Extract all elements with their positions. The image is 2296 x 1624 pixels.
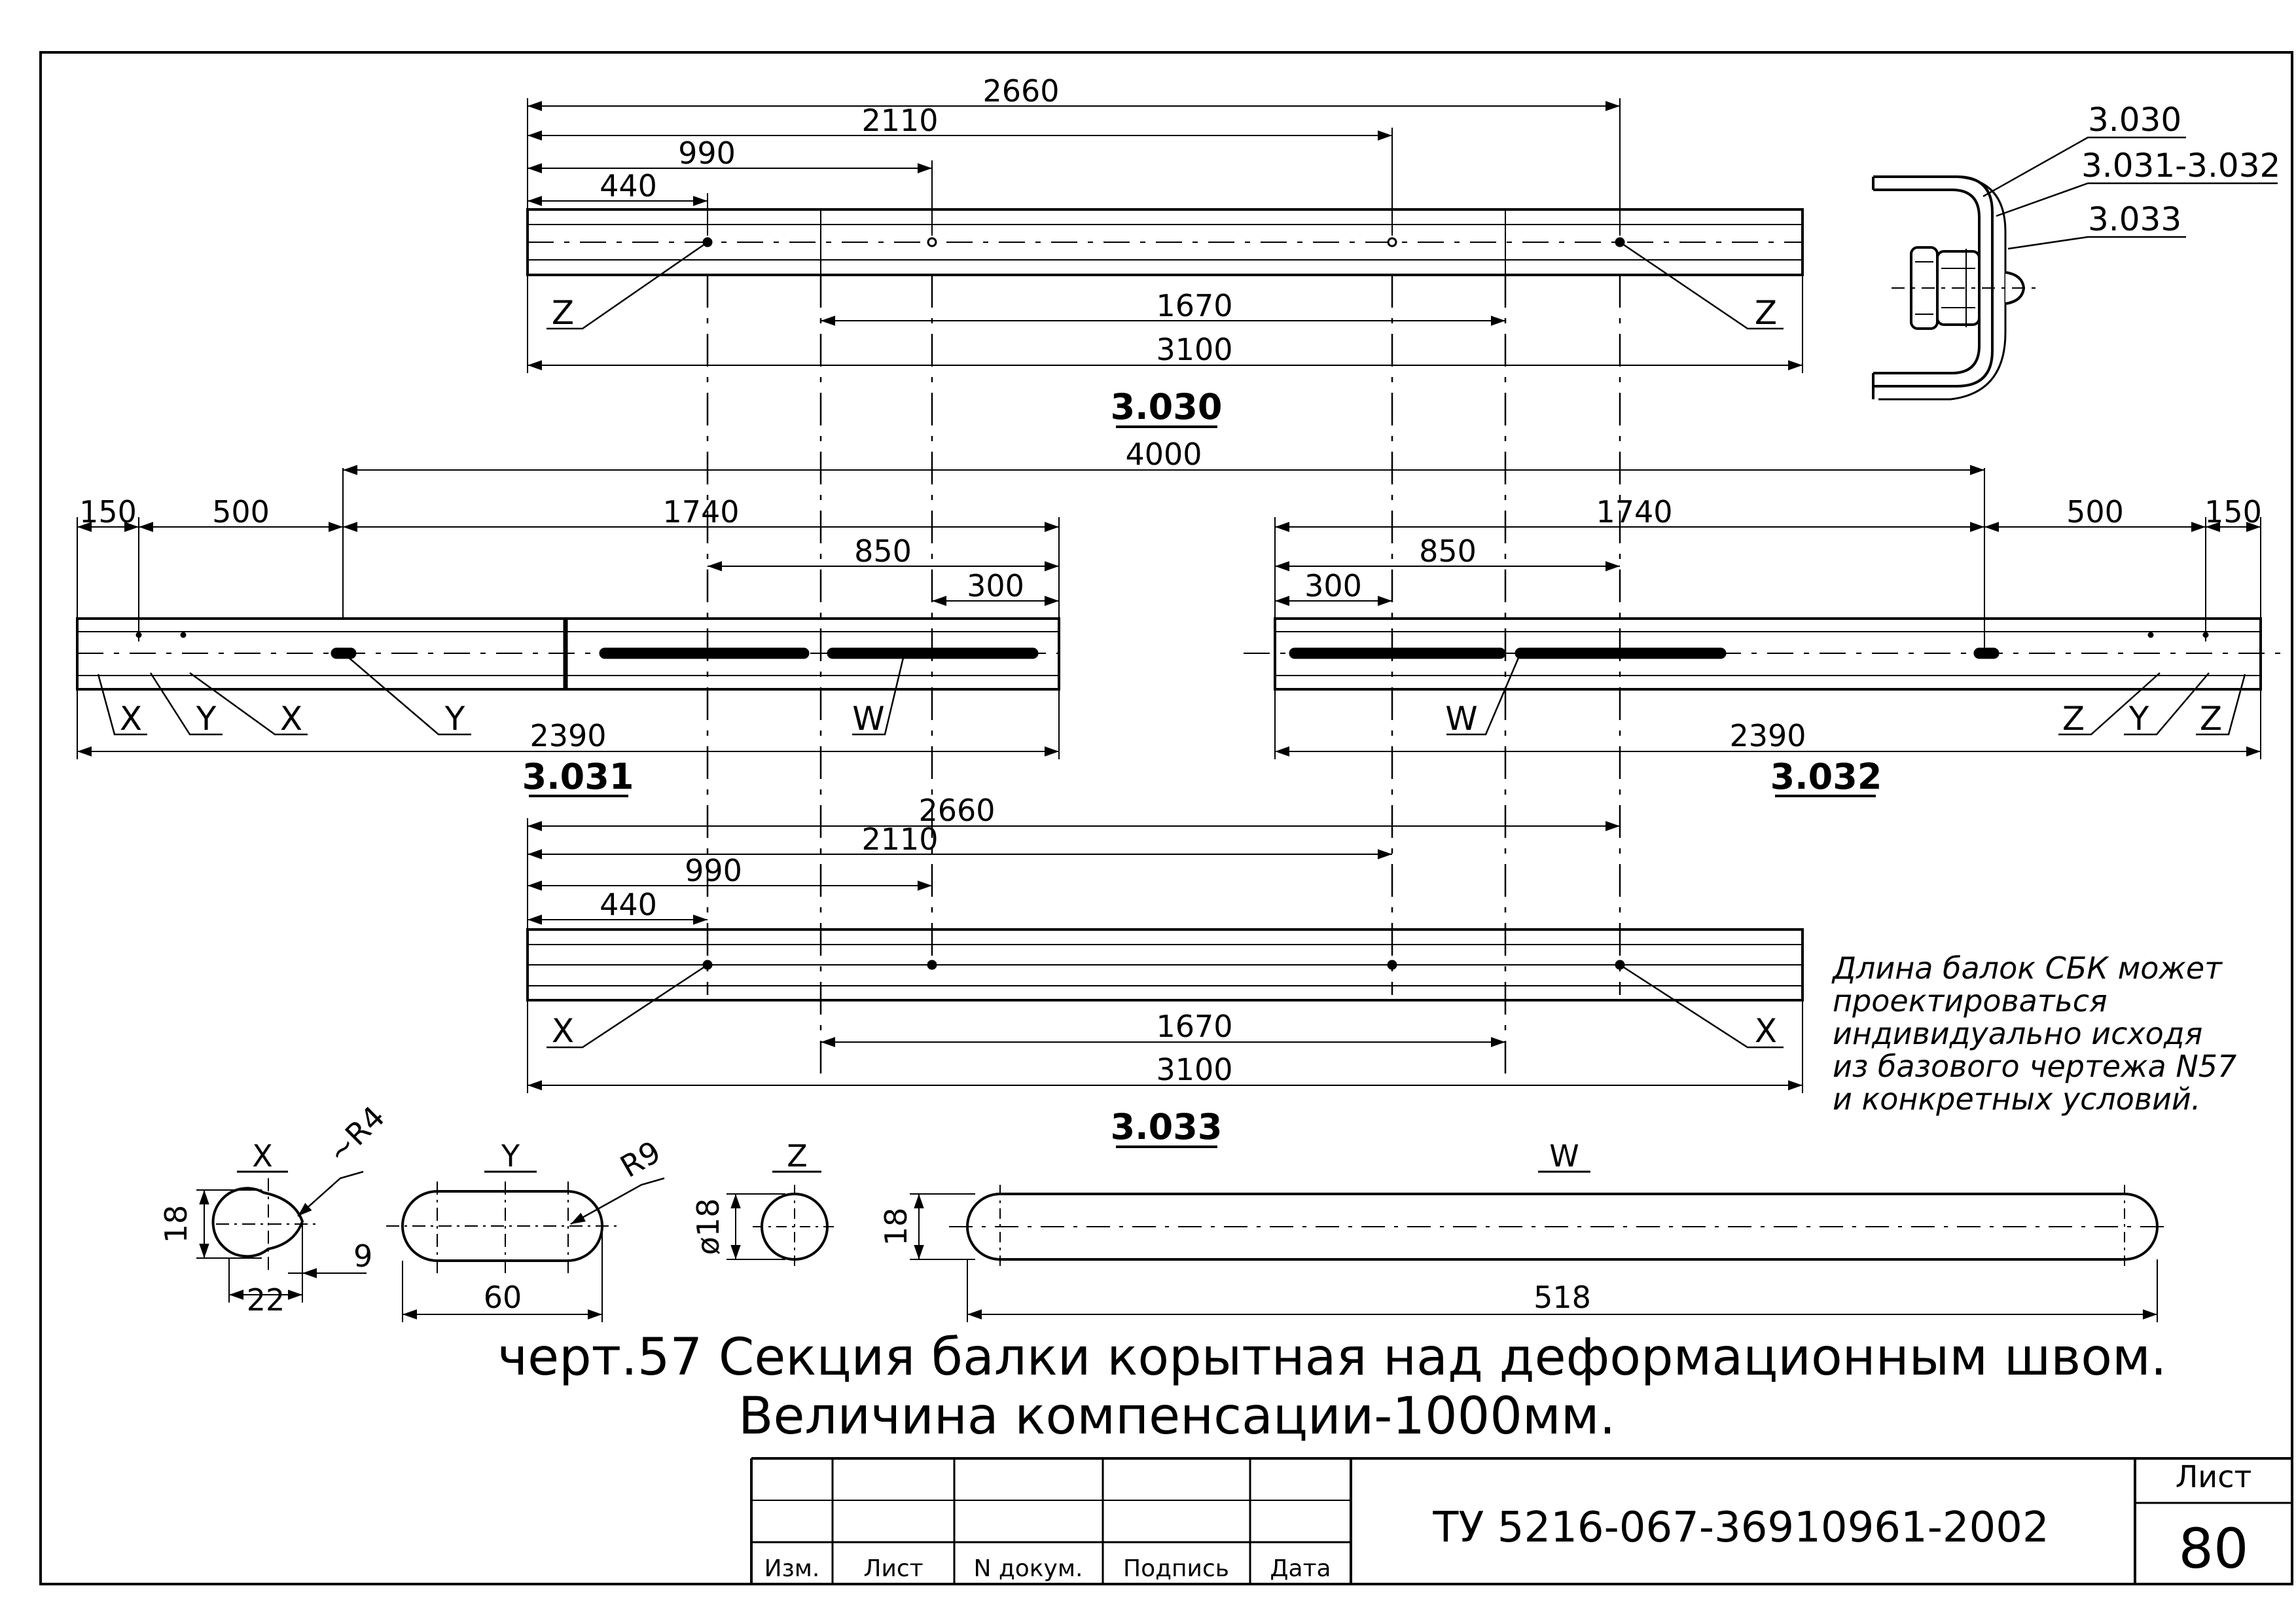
leader-3030: 3.030	[2088, 101, 2181, 139]
dim-440: 440	[600, 168, 657, 204]
detail-x	[196, 1170, 367, 1303]
dim-500: 500	[212, 494, 270, 530]
hole	[927, 960, 937, 970]
beam-3032-label: 3.032	[1770, 756, 1882, 797]
dim-990: 990	[678, 135, 736, 171]
dim-4000: 4000	[1125, 437, 1202, 472]
cross-section-view	[1872, 136, 2278, 401]
beam-3031-label: 3.031	[522, 756, 634, 797]
title-block-header: Подпись	[1123, 1555, 1229, 1582]
slot-w	[599, 647, 810, 659]
note-line: индивидуально исходя	[1833, 1016, 2202, 1051]
note-line: из базового чертежа N57	[1833, 1049, 2236, 1084]
title-block-header: Лист	[863, 1555, 923, 1582]
callout-z: Z	[2062, 700, 2085, 738]
leader-3033: 3.033	[2088, 200, 2181, 238]
beam-3032-view	[1244, 517, 2284, 759]
callout-z: Z	[1755, 294, 1777, 332]
dim-2660: 2660	[982, 73, 1059, 109]
detail-x-dim-22: 22	[247, 1282, 285, 1318]
slot-y	[1973, 647, 2000, 659]
detail-w	[910, 1170, 2173, 1322]
leader-3031-3032: 3.031-3.032	[2081, 147, 2280, 185]
document-number: ТУ 5216-067-36910961-2002	[1432, 1504, 2049, 1552]
dim-2110: 2110	[861, 821, 938, 857]
sheet-label: Лист	[2176, 1459, 2252, 1494]
detail-w-title: W	[1549, 1138, 1579, 1174]
design-note: Длина балок СБК может проектироваться ин…	[1831, 950, 2236, 1117]
title-block-header: Изм.	[764, 1555, 820, 1582]
title-block-header: Дата	[1270, 1555, 1331, 1582]
detail-y-dim-r9: R9	[615, 1134, 667, 1184]
dim-300: 300	[1304, 568, 1362, 604]
callout-x: X	[1755, 1012, 1777, 1050]
note-line: и конкретных условий.	[1833, 1081, 2200, 1117]
hole	[1387, 960, 1397, 970]
projection-lines	[706, 275, 1621, 1074]
callout-w: W	[1445, 700, 1477, 738]
note-line: проектироваться	[1833, 983, 2108, 1019]
dim-850: 850	[1419, 533, 1477, 569]
detail-x-dim-18: 18	[158, 1205, 194, 1244]
callout-y: Y	[2128, 700, 2149, 738]
detail-x-title: X	[252, 1138, 273, 1174]
dim-990: 990	[685, 853, 742, 888]
detail-w-dim-518: 518	[1534, 1280, 1591, 1315]
callout-z: Z	[552, 294, 574, 332]
slot-x-shape	[211, 1187, 304, 1258]
callout-w: W	[852, 700, 884, 738]
detail-y-dim-60: 60	[484, 1280, 522, 1315]
title-block	[750, 1457, 2292, 1584]
dim-2390: 2390	[1729, 718, 1806, 753]
slot-w	[1515, 647, 1727, 659]
dim-3100: 3100	[1156, 1052, 1232, 1087]
hole	[927, 237, 937, 247]
callout-z: Z	[2200, 700, 2222, 738]
beam-3033-label: 3.033	[1111, 1106, 1223, 1147]
sheet-frame	[39, 51, 2293, 1585]
detail-z	[726, 1170, 838, 1270]
detail-x-dim-9: 9	[353, 1238, 372, 1274]
dim-2660: 2660	[918, 793, 995, 828]
dim-1740: 1740	[1596, 494, 1672, 530]
detail-w-dim-18: 18	[878, 1208, 914, 1246]
dim-2390: 2390	[529, 718, 606, 753]
dim-150: 150	[79, 494, 137, 530]
callout-x: X	[552, 1012, 574, 1050]
sheet-number: 80	[2179, 1517, 2249, 1581]
dim-850: 850	[854, 533, 912, 569]
dim-3100: 3100	[1156, 332, 1232, 367]
beam-3030-view	[526, 98, 1804, 373]
title-block-header: N докум.	[974, 1555, 1083, 1582]
dim-300: 300	[967, 568, 1024, 604]
detail-y-title: Y	[501, 1138, 520, 1174]
callout-x: X	[280, 700, 302, 738]
detail-z-title: Z	[787, 1138, 808, 1174]
beam-3033-view	[526, 818, 1804, 1093]
drawing-caption-line1: черт.57 Секция балки корытная над деформ…	[497, 1328, 2167, 1387]
dim-500: 500	[2066, 494, 2124, 530]
detail-z-dim-d18: ø18	[691, 1199, 726, 1255]
callout-x: X	[120, 700, 142, 738]
slot-w	[1289, 647, 1506, 659]
detail-x-dim-r4: ~R4	[321, 1099, 392, 1170]
drawing-caption-line2: Величина компенсации-1000мм.	[738, 1387, 1615, 1446]
callout-y: Y	[444, 700, 465, 738]
dim-1670: 1670	[1156, 1009, 1232, 1044]
beam-3031-view	[76, 517, 1060, 759]
detail-y	[386, 1170, 665, 1322]
callout-y: Y	[196, 700, 217, 738]
note-line: Длина балок СБК может	[1831, 950, 2223, 986]
beam-3030-label: 3.030	[1111, 386, 1223, 427]
dim-150: 150	[2204, 494, 2262, 530]
slot-w	[827, 647, 1039, 659]
dim-440: 440	[600, 887, 657, 922]
dim-1670: 1670	[1156, 288, 1232, 323]
dim-2110: 2110	[861, 103, 938, 138]
dim-1740: 1740	[662, 494, 739, 530]
hole	[1387, 237, 1397, 247]
